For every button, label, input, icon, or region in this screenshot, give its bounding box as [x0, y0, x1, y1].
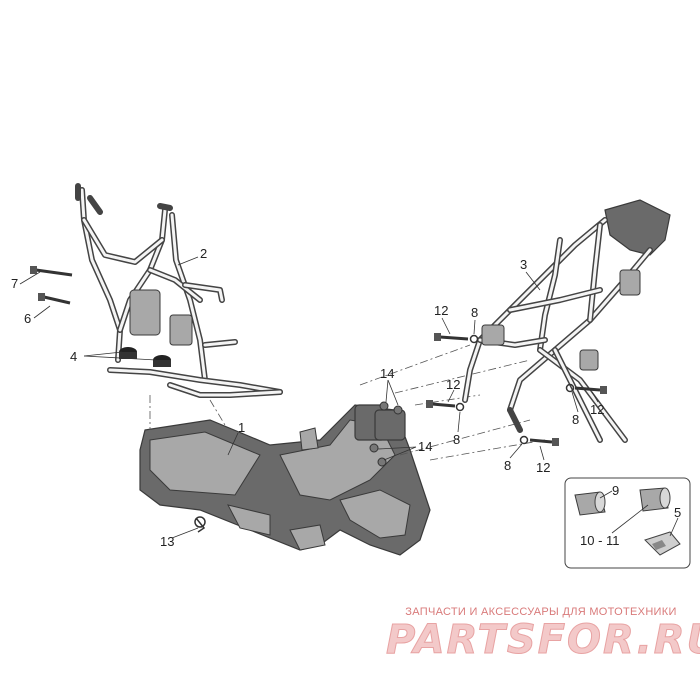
callout-1: 1	[238, 420, 245, 435]
callout-9: 9	[612, 483, 619, 498]
callout-labels: 2 7 6 4 1 13 3 12 8 12 8 12 8 8 12 14 14…	[11, 246, 681, 549]
callout-7: 7	[11, 276, 18, 291]
leader-lines	[19, 256, 679, 539]
rear-bolts	[426, 333, 607, 446]
callout-8a: 8	[471, 305, 478, 320]
rear-subframe	[462, 199, 671, 443]
callout-4: 4	[70, 349, 77, 364]
callout-13: 13	[160, 534, 174, 549]
inset-box	[564, 477, 691, 569]
callout-8b: 8	[453, 432, 460, 447]
front-bolts	[30, 266, 73, 305]
watermark: ЗАПЧАСТИ И АКСЕССУАРЫ ДЛЯ МОТОТЕХНИКИ PA…	[386, 606, 700, 663]
watermark-logo: PARTSFOR.RU	[386, 617, 700, 663]
watermark-caption: ЗАПЧАСТИ И АКСЕССУАРЫ ДЛЯ МОТОТЕХНИКИ	[405, 606, 677, 618]
callout-3: 3	[520, 257, 527, 272]
callout-8c: 8	[572, 412, 579, 427]
front-subframe	[75, 183, 283, 398]
callout-14a: 14	[380, 366, 394, 381]
rubber-bumpers	[119, 347, 171, 367]
callout-5: 5	[674, 505, 681, 520]
callout-12b: 12	[446, 377, 460, 392]
callout-12c: 12	[590, 402, 604, 417]
callout-2: 2	[200, 246, 207, 261]
main-frame	[139, 404, 431, 556]
callout-8d: 8	[504, 458, 511, 473]
callout-14b: 14	[418, 439, 432, 454]
clip-13	[195, 517, 206, 533]
callout-12a: 12	[434, 303, 448, 318]
callout-12d: 12	[536, 460, 550, 475]
callout-10-11: 10 - 11	[580, 533, 620, 548]
callout-6: 6	[24, 311, 31, 326]
